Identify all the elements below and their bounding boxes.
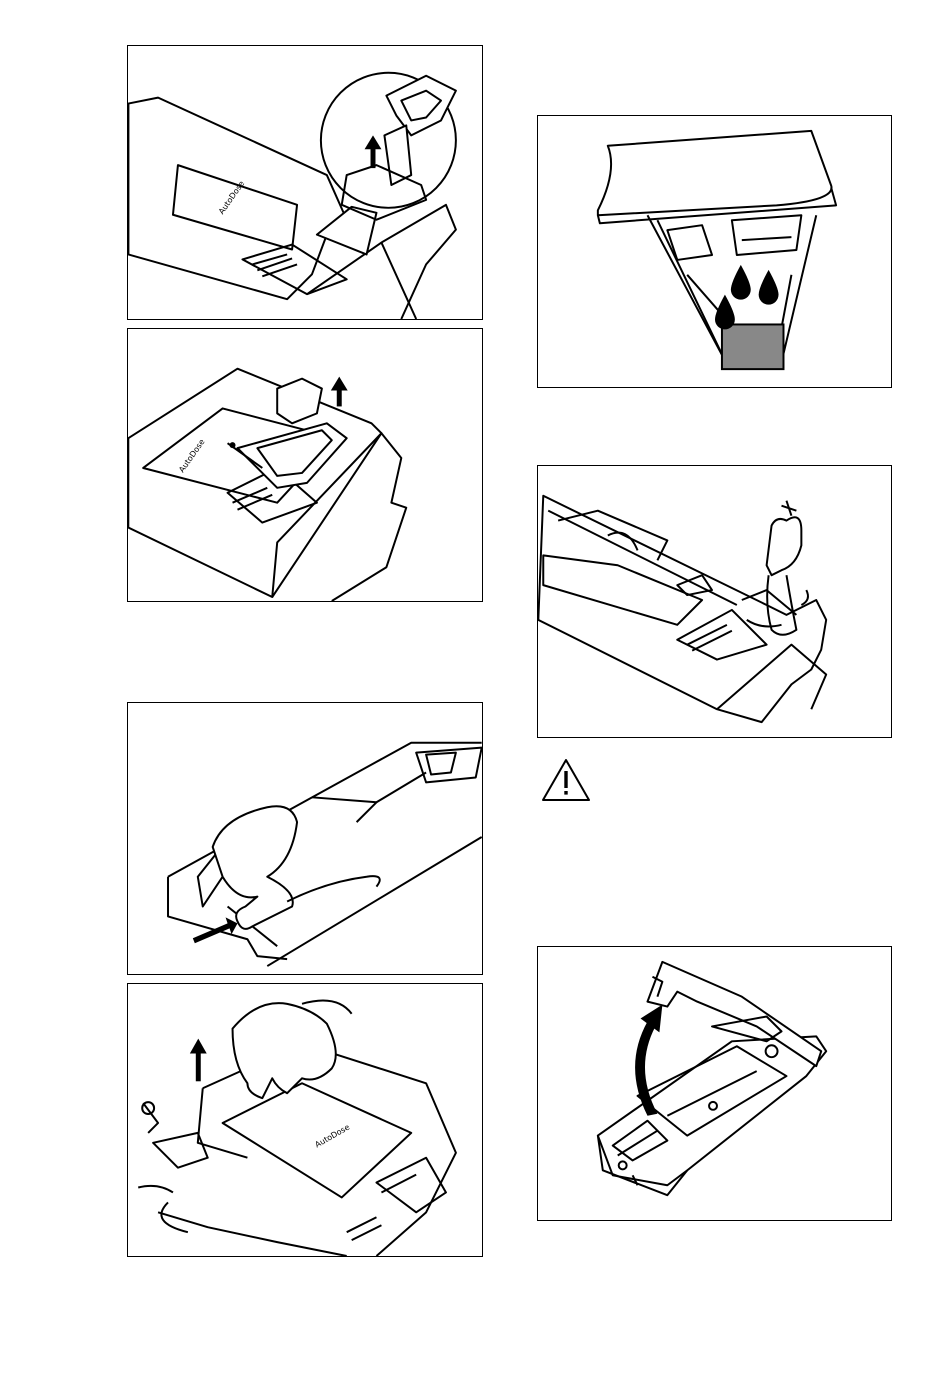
illustration-open-autodose-lid	[538, 947, 891, 1220]
figure-open-autodose-lid	[537, 946, 892, 1221]
illustration-lift-container: AutoDose	[128, 329, 482, 601]
figure-lift-container: AutoDose	[127, 328, 483, 602]
fig1-label: AutoDose	[217, 179, 246, 216]
figure-lift-cover: AutoDose	[127, 983, 483, 1257]
figure-remove-cap: AutoDose	[127, 45, 483, 320]
figure-drawer-drips	[537, 115, 892, 388]
fig4-label: AutoDose	[313, 1122, 351, 1149]
figure-rinse-drawer	[537, 465, 892, 738]
illustration-lift-cover: AutoDose	[128, 984, 482, 1256]
illustration-remove-cap: AutoDose	[128, 46, 482, 319]
fig2-label: AutoDose	[177, 437, 206, 474]
autodose-unit-shape	[722, 324, 784, 369]
illustration-rinse-drawer	[538, 466, 891, 737]
figure-press-lever	[127, 702, 483, 975]
illustration-press-lever	[128, 703, 482, 974]
illustration-drawer-drips	[538, 116, 891, 387]
warning-triangle-icon	[541, 758, 591, 802]
